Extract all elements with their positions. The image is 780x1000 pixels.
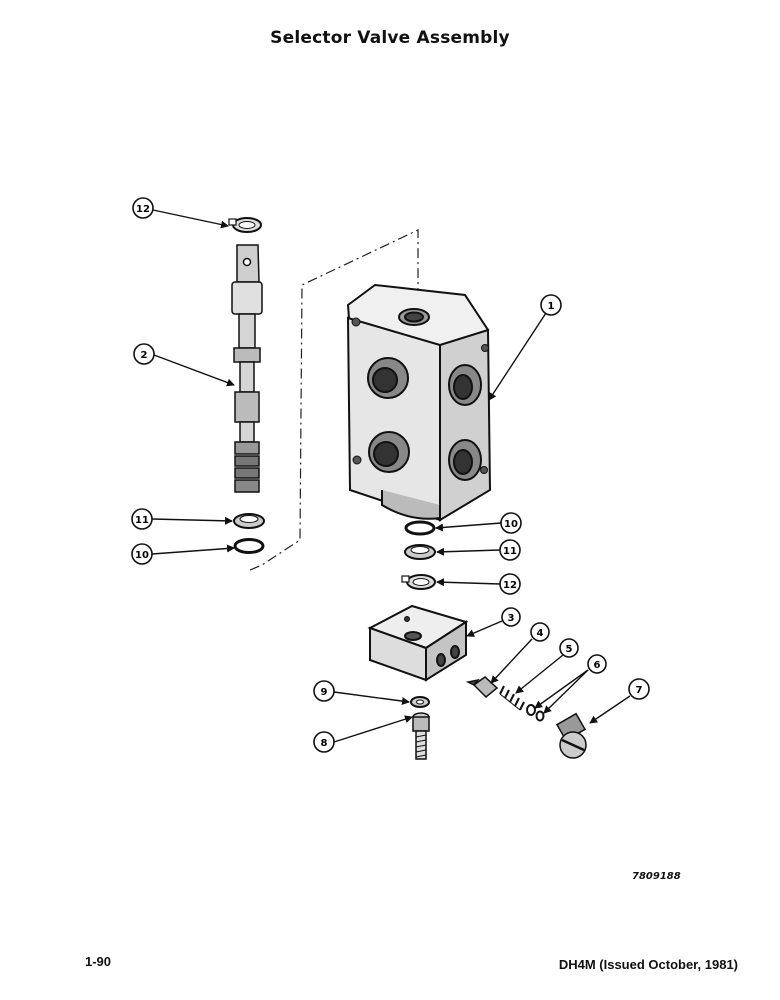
- svg-text:10: 10: [135, 550, 149, 561]
- retaining-ring-top: [228, 217, 262, 233]
- svg-text:6: 6: [594, 660, 601, 671]
- svg-text:4: 4: [537, 628, 544, 639]
- spring: [499, 685, 525, 711]
- callout-7: 7: [628, 678, 650, 700]
- callout-4: 4: [530, 622, 550, 642]
- svg-text:3: 3: [508, 613, 515, 624]
- valve-block: [367, 604, 469, 682]
- callout-5: 5: [559, 638, 579, 658]
- svg-text:7: 7: [636, 685, 643, 696]
- callout-6: 6: [587, 654, 607, 674]
- drawing-number: 7809188: [632, 871, 681, 882]
- svg-text:11: 11: [503, 546, 517, 557]
- svg-text:11: 11: [135, 515, 149, 526]
- o-ring-left: [233, 538, 265, 554]
- svg-text:8: 8: [321, 738, 328, 749]
- page-title: Selector Valve Assembly: [270, 28, 510, 48]
- callout-12-lower: 12: [499, 573, 521, 595]
- o-ring-right: [404, 520, 436, 536]
- callout-9: 9: [313, 680, 335, 702]
- callout-10-left: 10: [131, 543, 153, 565]
- document-reference: DH4M (Issued October, 1981): [558, 957, 738, 972]
- washer: [410, 696, 430, 708]
- callout-10-right: 10: [500, 512, 522, 534]
- callout-8: 8: [313, 731, 335, 753]
- bolt: [412, 712, 430, 760]
- svg-text:9: 9: [321, 687, 328, 698]
- svg-text:5: 5: [566, 644, 573, 655]
- seal-washers: [526, 704, 545, 722]
- svg-text:10: 10: [504, 519, 518, 530]
- leader-lines: [151, 209, 631, 743]
- callout-1: 1: [540, 294, 562, 316]
- valve-spool: [231, 244, 263, 493]
- callout-3: 3: [501, 607, 521, 627]
- backup-ring-left: [233, 513, 265, 529]
- retaining-ring-lower: [401, 574, 436, 590]
- svg-text:1: 1: [548, 301, 555, 312]
- backup-ring-right: [404, 544, 436, 560]
- poppet: [465, 676, 499, 699]
- callout-11-right: 11: [499, 539, 521, 561]
- slotted-plug: [555, 712, 587, 759]
- svg-text:12: 12: [136, 204, 150, 215]
- valve-body: [346, 283, 492, 522]
- callout-12-top: 12: [132, 197, 154, 219]
- callout-2: 2: [133, 343, 155, 365]
- alignment-dashed-line: [249, 229, 419, 571]
- svg-text:2: 2: [141, 350, 148, 361]
- svg-text:12: 12: [503, 580, 517, 591]
- callout-11-left: 11: [131, 508, 153, 530]
- page-number: 1-90: [85, 954, 112, 969]
